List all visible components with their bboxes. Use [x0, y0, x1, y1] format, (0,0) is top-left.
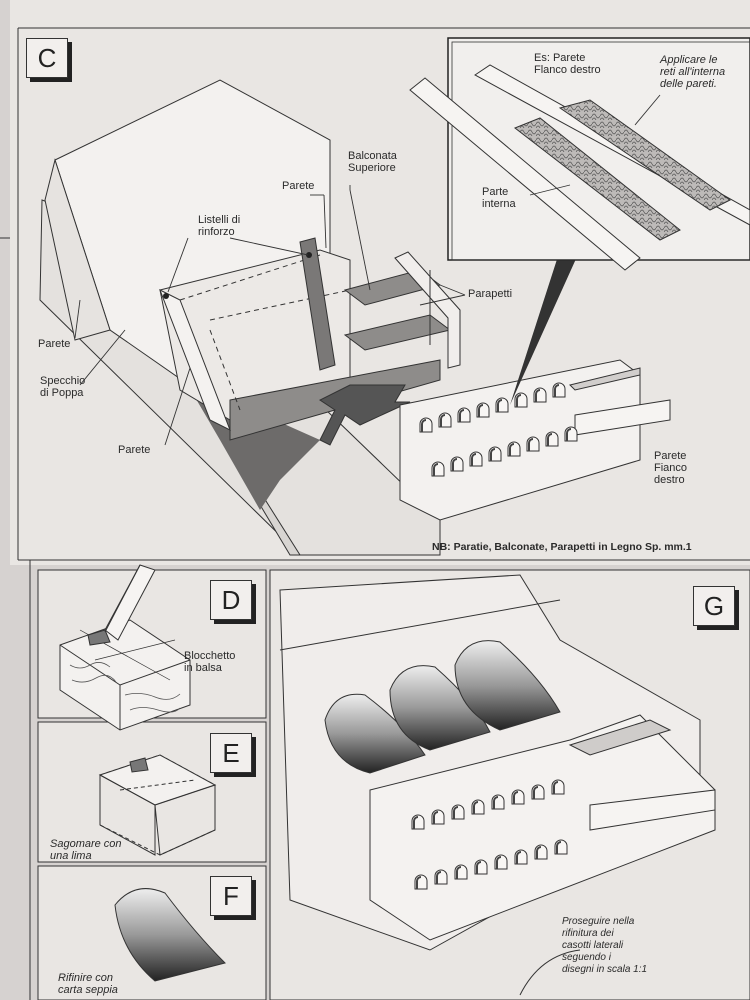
label-rifinire: Rifinire con carta seppia — [58, 972, 118, 996]
window-shade — [513, 791, 519, 804]
window-shade — [433, 463, 439, 476]
window-row-upper — [419, 382, 566, 433]
label-applicare: Applicare le reti all'interna delle pare… — [660, 54, 726, 90]
window-shade — [516, 851, 522, 864]
window-row-lower — [431, 426, 578, 477]
window-shade — [490, 448, 496, 461]
label-listelli-di-rinforzo: Listelli di rinforzo — [198, 214, 241, 238]
window-shade — [416, 876, 422, 889]
window-shade — [452, 458, 458, 471]
window-shade — [476, 861, 482, 874]
window-shade — [547, 433, 553, 446]
window-shade — [509, 443, 515, 456]
label-balconata-superiore: Balconata Superiore — [348, 150, 397, 174]
window-shade — [497, 399, 503, 412]
label-parapetti: Parapetti — [468, 288, 513, 300]
window-shade — [533, 786, 539, 799]
window-shade — [421, 419, 427, 432]
window-shade — [553, 781, 559, 794]
panel-d-letter: D — [210, 580, 252, 620]
window-shade — [528, 438, 534, 451]
window-shade — [516, 394, 522, 407]
window-shade — [556, 841, 562, 854]
label-parte-interna: Parte interna — [482, 186, 516, 210]
window-shade — [433, 811, 439, 824]
label-blocchetto-in-balsa: Blocchetto in balsa — [184, 650, 236, 674]
window-shade — [496, 856, 502, 869]
label-parete-left: Parete — [38, 338, 71, 350]
label-parete-fianco-destro: Parete Fianco destro — [654, 450, 688, 486]
window-shade — [436, 871, 442, 884]
label-parete-bottom: Parete — [118, 444, 151, 456]
label-es-parete: Es: Parete Flanco destro — [534, 52, 601, 76]
label-specchio-di-poppa: Specchio di Poppa — [40, 375, 86, 399]
window-shade — [459, 409, 465, 422]
panel-g-letter: G — [693, 586, 735, 626]
window-row-g-lower — [414, 839, 568, 890]
note-nb: NB: Paratie, Balconate, Parapetti in Leg… — [432, 541, 692, 553]
window-shade — [413, 816, 419, 829]
window-shade — [473, 801, 479, 814]
window-shade — [453, 806, 459, 819]
label-parete-top: Parete — [282, 180, 315, 192]
window-row-g-upper — [411, 779, 565, 830]
window-shade — [456, 866, 462, 879]
window-shade — [471, 453, 477, 466]
window-shade — [535, 389, 541, 402]
panel-e-letter: E — [210, 733, 252, 773]
window-shade — [478, 404, 484, 417]
window-shade — [440, 414, 446, 427]
label-proseguire: Proseguire nella rifinitura dei casotti … — [562, 916, 648, 975]
window-shade — [536, 846, 542, 859]
panel-f-letter: F — [210, 876, 252, 916]
panel-c-letter: C — [26, 38, 68, 78]
window-shade — [493, 796, 499, 809]
window-shade — [566, 428, 572, 441]
label-sagomare: Sagomare con una lima — [50, 838, 122, 862]
window-shade — [554, 384, 560, 397]
